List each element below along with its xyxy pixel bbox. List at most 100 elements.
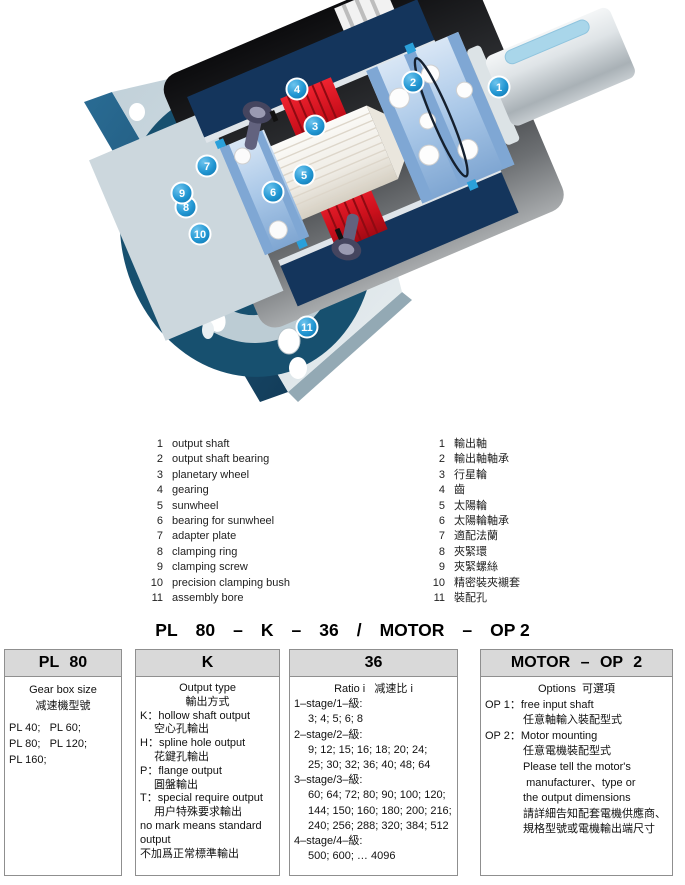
part-number: 7 — [156, 530, 163, 543]
model-code-segment: 80 — [195, 619, 216, 640]
part-number: 10 — [432, 576, 445, 589]
spec-box-line: P：flange output — [140, 764, 222, 777]
spec-box-line: 用户特殊要求輸出 — [154, 806, 242, 819]
part-label: sunwheel — [172, 499, 219, 512]
shaft-keyway — [504, 19, 590, 65]
spec-box-line: 輸出方式 — [185, 695, 230, 708]
spec-box-line: 4–stage/4–級: — [294, 835, 363, 848]
spec-box-line: Please tell the motor's — [523, 760, 631, 773]
callout-5: 5 — [292, 163, 316, 187]
spec-box-line: 請詳細告知配套電機供應商、 — [523, 807, 666, 820]
callout-9: 9 — [170, 181, 194, 205]
spec-box-line: Options 可選項 — [537, 683, 616, 695]
spec-box-line: 240; 256; 288; 320; 384; 512 — [308, 819, 449, 832]
part-number: 1 — [438, 438, 445, 450]
model-code-segment: OP 2 — [490, 619, 530, 640]
spec-box-line: 144; 150; 160; 180; 200; 216; — [308, 804, 452, 817]
callout-6: 6 — [261, 180, 285, 204]
part-label: 裝配孔 — [454, 591, 487, 604]
spec-box-line: 不加爲正常標準輸出 — [140, 847, 239, 860]
spec-box-line: H：spline hole output — [140, 737, 246, 750]
svg-text:4: 4 — [294, 84, 301, 96]
callout-7: 7 — [195, 154, 219, 178]
parts-list-row: 10 precision clamping bush — [146, 576, 406, 591]
spec-box-line: 60; 64; 72; 80; 90; 100; 120; — [308, 789, 446, 802]
svg-text:10: 10 — [194, 229, 206, 241]
part-number: 10 — [150, 576, 163, 589]
spec-box-line: 2–stage/2–級: — [294, 728, 363, 741]
spec-box-line: 3; 4; 5; 6; 8 — [308, 713, 364, 726]
parts-list-row: 2 output shaft bearing — [146, 452, 406, 467]
spec-box-header: PL 80 — [5, 650, 121, 677]
part-label: precision clamping bush — [172, 576, 291, 589]
part-number: 11 — [151, 591, 163, 604]
gearbox-body — [89, 0, 635, 341]
output-shaft-bearing — [366, 31, 515, 204]
part-number: 3 — [438, 468, 445, 481]
svg-text:9: 9 — [179, 188, 185, 200]
spec-box-header: K — [136, 650, 279, 677]
clamping-screw-bottom — [331, 213, 362, 261]
svg-text:8: 8 — [183, 202, 189, 214]
model-code-segment: MOTOR — [379, 619, 445, 640]
callout-10: 10 — [188, 222, 212, 246]
assembly-bore-hole — [277, 327, 301, 355]
part-number: 6 — [156, 514, 163, 527]
spec-box-header: 36 — [290, 650, 457, 677]
part-number: 2 — [156, 453, 163, 466]
spec-box-line: 任意軸輸入裝配型式 — [523, 714, 622, 727]
spec-box-line: no mark means standard — [140, 819, 262, 832]
spec-box-line: PL 160; — [9, 754, 47, 766]
spec-box-line: 25; 30; 32; 36; 40; 48; 64 — [308, 759, 431, 772]
clamping-screw-top — [242, 101, 273, 150]
spec-box-line: Gear box size — [29, 684, 97, 696]
part-label: 太陽輪 — [454, 499, 487, 512]
part-number: 4 — [438, 484, 445, 497]
sunwheel-shaft — [265, 105, 408, 223]
spec-box-line: 規格型號或電機輸出端尺寸 — [523, 823, 655, 836]
part-number: 5 — [156, 499, 163, 512]
part-number: 1 — [156, 438, 163, 450]
part-label: output shaft bearing — [172, 453, 270, 466]
model-code-segment: PL — [155, 619, 178, 640]
part-label: clamping screw — [172, 561, 248, 574]
spec-box-line: 空心孔輸出 — [154, 723, 209, 736]
spec-box-line: 圓盤輸出 — [154, 778, 198, 791]
part-label: gearing — [172, 484, 209, 497]
callout-1: 1 — [487, 75, 511, 99]
spec-box-line: 花鍵孔輸出 — [154, 750, 209, 763]
spec-box-line: 任意電機裝配型式 — [523, 745, 611, 758]
spec-box-line: T：special require output — [140, 792, 263, 805]
part-number: 3 — [156, 468, 163, 481]
spec-box-line: Output type — [179, 682, 236, 694]
svg-text:5: 5 — [301, 170, 307, 182]
callout-2: 2 — [401, 70, 425, 94]
svg-text:6: 6 — [270, 187, 276, 199]
parts-list-row: 11 assembly bore — [146, 591, 406, 606]
spec-box-line: Ratio i 减速比 i — [334, 683, 413, 695]
part-label: assembly bore — [172, 591, 244, 604]
spec-box-line: the output dimensions — [523, 792, 631, 805]
model-code-segment: K — [260, 619, 274, 640]
svg-text:11: 11 — [301, 322, 313, 334]
part-label: 適配法蘭 — [454, 530, 498, 543]
